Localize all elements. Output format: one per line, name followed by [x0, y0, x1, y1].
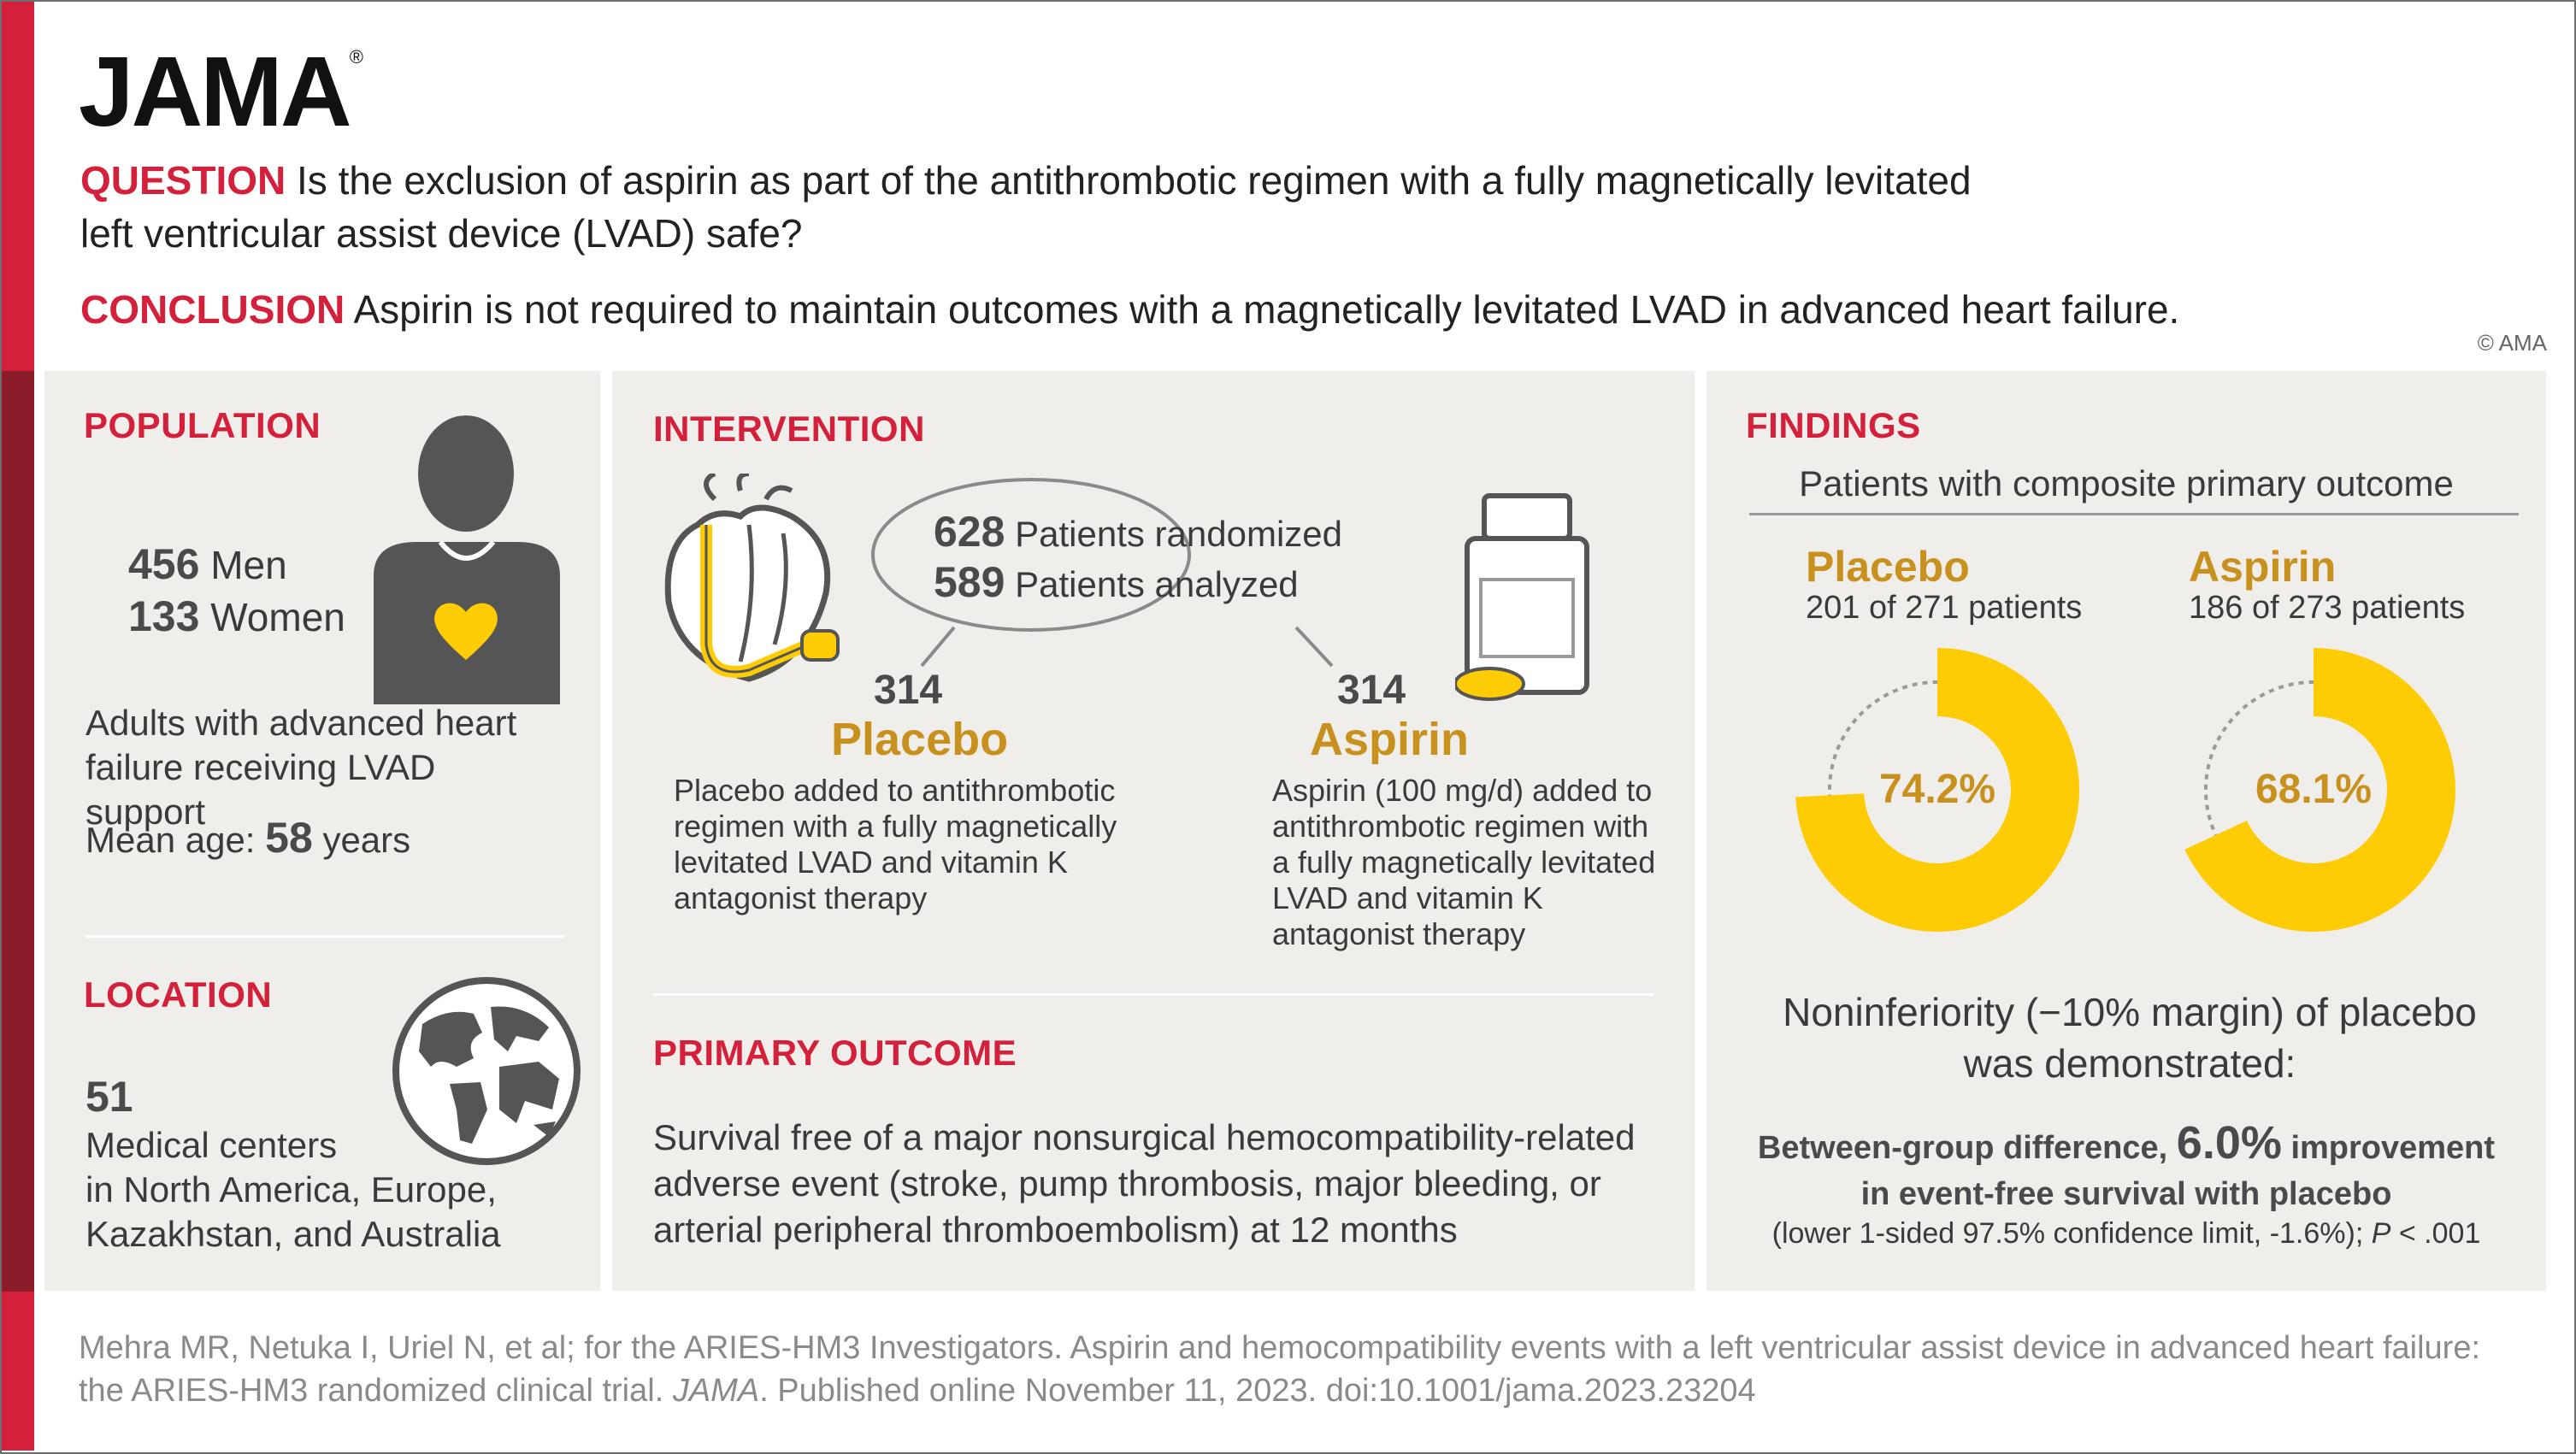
population-counts: 456 Men 133 Women: [128, 539, 345, 643]
donut-slice: [1795, 648, 2079, 932]
question-label: QUESTION: [80, 158, 286, 203]
copyright: © AMA: [2477, 330, 2547, 356]
women-count: 133: [128, 592, 200, 640]
randomized-label: Patients randomized: [1015, 514, 1342, 554]
centers-regions: in North America, Europe, Kazakhstan, an…: [85, 1169, 501, 1254]
placebo-description: Placebo added to antithrombotic regimen …: [674, 773, 1117, 915]
p-label: P: [2371, 1217, 2391, 1250]
citation-publication: . Published online November 11, 2023. do…: [759, 1373, 1756, 1409]
intervention-panel: INTERVENTION 628 Patients randomized 589…: [612, 371, 1695, 1291]
population-description: Adults with advanced heart failure recei…: [85, 703, 517, 832]
findings-heading: FINDINGS: [1746, 405, 1921, 445]
findings-aspirin-counts: 186 of 273 patients: [2189, 590, 2466, 626]
mean-age-value: 58: [265, 814, 313, 862]
donut-slice: [2184, 648, 2455, 932]
p-value: < .001: [2398, 1217, 2481, 1250]
conclusion-label: CONCLUSION: [80, 287, 345, 332]
question-text: Is the exclusion of aspirin as part of t…: [297, 158, 1972, 203]
divider: [653, 993, 1653, 996]
question: QUESTION Is the exclusion of aspirin as …: [80, 154, 2132, 260]
intervention-heading: INTERVENTION: [653, 409, 925, 449]
confidence-limit: (lower 1-sided 97.5% confidence limit, -…: [1707, 1217, 2546, 1251]
accent-bar-middle: [2, 371, 34, 1292]
aspirin-label: Aspirin: [1310, 714, 1470, 765]
placebo-donut-chart: [1795, 648, 2079, 932]
conclusion-text: Aspirin is not required to maintain outc…: [353, 287, 2180, 332]
difference-line2: in event-free survival with placebo: [1860, 1176, 2392, 1212]
conclusion: CONCLUSION Aspirin is not required to ma…: [80, 284, 2474, 335]
analyzed-count: 589: [934, 558, 1005, 606]
person-icon: [374, 415, 560, 704]
aspirin-count: 314: [1337, 668, 1406, 713]
findings-aspirin-label: Aspirin: [2189, 543, 2337, 591]
randomized-count: 628: [934, 508, 1005, 556]
accent-bar-top: [2, 2, 34, 371]
aspirin-description: Aspirin (100 mg/d) added to antithrombot…: [1272, 773, 1656, 951]
randomized-group: 628 Patients randomized 589 Patients ana…: [934, 508, 1342, 609]
primary-outcome-text: Survival free of a major nonsurgical hem…: [653, 1117, 1636, 1250]
aspirin-percent: 68.1%: [2255, 767, 2373, 812]
findings-panel: FINDINGS Patients with composite primary…: [1707, 371, 2546, 1291]
placebo-count: 314: [874, 668, 943, 713]
mean-age-unit: years: [322, 820, 411, 860]
aspirin-donut-chart: [2184, 648, 2455, 932]
between-group-difference: Between-group difference, 6.0% improveme…: [1724, 1120, 2529, 1217]
randomization-ellipse: [871, 478, 1191, 632]
findings-placebo-label: Placebo: [1806, 543, 1970, 591]
difference-suffix: improvement: [2290, 1130, 2496, 1166]
citation-line1: Mehra MR, Netuka I, Uriel N, et al; for …: [79, 1330, 2481, 1366]
noninferiority-text: Noninferiority (−10% margin) of placebo …: [1783, 990, 2477, 1086]
citation-journal: JAMA: [672, 1373, 760, 1409]
connector-lines: [920, 626, 1334, 668]
men-count: 456: [128, 540, 200, 588]
accent-bar-bottom: [2, 1292, 34, 1451]
women-label: Women: [210, 595, 345, 639]
findings-divider: [1749, 513, 2519, 515]
men-label: Men: [210, 543, 287, 587]
findings-subheading: Patients with composite primary outcome: [1799, 463, 2454, 503]
difference-prefix: Between-group difference,: [1757, 1130, 2168, 1166]
population-heading: POPULATION: [84, 405, 321, 445]
mean-age-label: Mean age:: [85, 820, 256, 860]
question-text-line2: left ventricular assist device (LVAD) sa…: [80, 211, 803, 256]
centers-label: Medical centers: [85, 1125, 338, 1165]
heart-icon: [434, 603, 498, 660]
lvad-heart-icon: [664, 474, 840, 682]
citation: Mehra MR, Netuka I, Uriel N, et al; for …: [79, 1327, 2541, 1412]
mean-age: Mean age: 58 years: [85, 815, 410, 862]
difference-value: 6.0%: [2176, 1117, 2282, 1168]
population-panel: POPULATION 456 Men 133 Women Adults with…: [44, 371, 600, 1291]
divider: [85, 935, 564, 938]
placebo-percent: 74.2%: [1878, 767, 1996, 812]
confidence-text: (lower 1-sided 97.5% confidence limit, -…: [1771, 1217, 2364, 1250]
globe-icon: [392, 977, 581, 1165]
citation-line2: the ARIES-HM3 randomized clinical trial.…: [79, 1369, 2541, 1412]
primary-outcome-heading: PRIMARY OUTCOME: [653, 1033, 1017, 1073]
placebo-label: Placebo: [831, 714, 1009, 765]
pill-bottle-icon: [1455, 493, 1589, 701]
citation-trial: the ARIES-HM3 randomized clinical trial.: [79, 1373, 664, 1409]
jama-logo: JAMA®: [79, 36, 363, 147]
findings-placebo-counts: 201 of 271 patients: [1806, 590, 2083, 626]
centers-count: 51: [85, 1073, 133, 1121]
location-heading: LOCATION: [84, 974, 273, 1015]
analyzed-label: Patients analyzed: [1015, 564, 1299, 604]
